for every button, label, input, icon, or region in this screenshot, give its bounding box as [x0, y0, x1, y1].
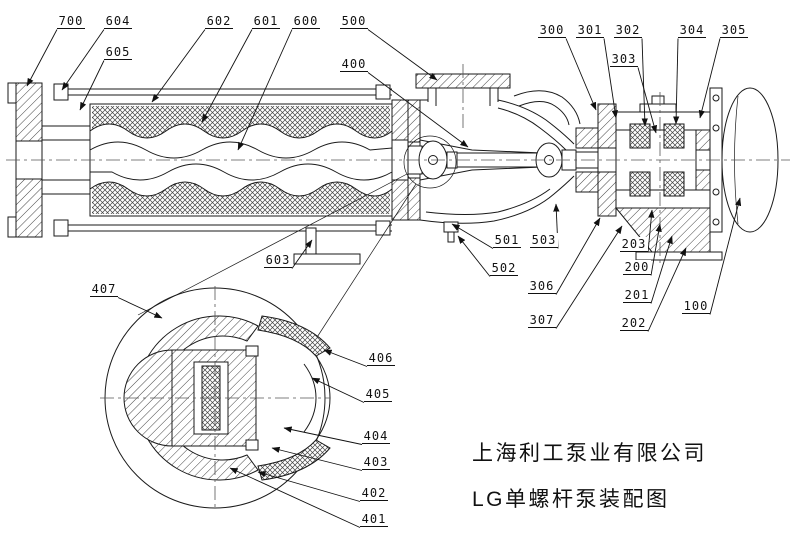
part-label-301: 301	[576, 23, 604, 38]
leader-line-305	[698, 38, 721, 119]
leader-line-202	[647, 247, 687, 332]
screw-rotor	[89, 141, 393, 181]
main-assembly-view	[7, 73, 779, 346]
part-label-402: 402	[360, 486, 388, 501]
bearing	[629, 171, 651, 197]
part-label-202: 202	[620, 316, 648, 331]
bearing	[663, 123, 685, 149]
leader-line-404	[283, 426, 363, 445]
bearing	[629, 123, 651, 149]
leader-line-407	[117, 297, 163, 319]
part-label-400: 400	[340, 57, 368, 72]
leader-line-306	[555, 217, 601, 295]
leader-line-304	[673, 38, 680, 125]
leader-line-604	[61, 29, 105, 91]
leader-line-501	[451, 223, 494, 249]
leader-line-203	[647, 209, 655, 253]
part-label-307: 307	[528, 313, 556, 328]
part-label-305: 305	[720, 23, 748, 38]
centerlines	[6, 64, 790, 510]
leader-line-303	[637, 67, 658, 134]
part-label-700: 700	[57, 14, 85, 29]
part-label-303: 303	[610, 52, 638, 67]
drawing-title: LG单螺杆泵装配图	[472, 488, 670, 511]
bearing	[663, 171, 685, 197]
part-label-405: 405	[364, 387, 392, 402]
part-label-502: 502	[490, 261, 518, 276]
part-label-300: 300	[538, 23, 566, 38]
part-label-603: 603	[264, 253, 292, 268]
leader-line-301	[603, 38, 618, 119]
leader-line-601	[201, 29, 253, 123]
part-label-604: 604	[104, 14, 132, 29]
part-label-406: 406	[367, 351, 395, 366]
part-label-503: 503	[530, 233, 558, 248]
part-label-500: 500	[340, 14, 368, 29]
leader-lines	[26, 29, 742, 528]
leader-line-402	[257, 471, 361, 502]
leader-line-300	[565, 38, 597, 111]
part-label-602: 602	[205, 14, 233, 29]
rubber-sleeve-top	[257, 315, 331, 357]
leader-line-200	[650, 223, 662, 276]
part-label-600: 600	[292, 14, 320, 29]
leader-line-400	[367, 72, 469, 148]
company-name: 上海利工泵业有限公司	[472, 442, 707, 465]
leader-line-502	[457, 235, 491, 277]
leader-line-700	[26, 29, 58, 87]
bearing-housing	[615, 95, 711, 209]
part-label-605: 605	[104, 45, 132, 60]
part-label-501: 501	[493, 233, 521, 248]
leader-line-406	[323, 349, 368, 367]
rubber-sleeve-bottom	[257, 439, 331, 481]
leader-line-401	[229, 467, 361, 528]
leader-line-307	[555, 225, 623, 329]
leader-line-500	[367, 29, 438, 81]
part-label-404: 404	[362, 429, 390, 444]
part-label-306: 306	[528, 279, 556, 294]
part-label-200: 200	[623, 260, 651, 275]
leader-line-603	[291, 239, 313, 269]
detail-reference	[137, 135, 457, 346]
part-label-401: 401	[360, 512, 388, 527]
leader-line-405	[311, 377, 365, 403]
leader-line-602	[151, 29, 206, 103]
part-label-302: 302	[614, 23, 642, 38]
leader-line-302	[641, 38, 648, 127]
part-label-100: 100	[682, 299, 710, 314]
part-label-407: 407	[90, 282, 118, 297]
leader-line-605	[79, 60, 105, 111]
tie-rods-and-bolts	[53, 83, 392, 237]
part-label-403: 403	[362, 455, 390, 470]
part-label-304: 304	[678, 23, 706, 38]
leader-line-201	[650, 235, 673, 304]
part-label-201: 201	[623, 288, 651, 303]
rotor-head-cap	[123, 349, 173, 447]
leader-line-600	[237, 29, 293, 151]
volute-curl	[513, 90, 581, 125]
leader-line-403	[271, 446, 363, 471]
leader-line-100	[709, 197, 742, 315]
part-label-203: 203	[620, 237, 648, 252]
part-label-601: 601	[252, 14, 280, 29]
